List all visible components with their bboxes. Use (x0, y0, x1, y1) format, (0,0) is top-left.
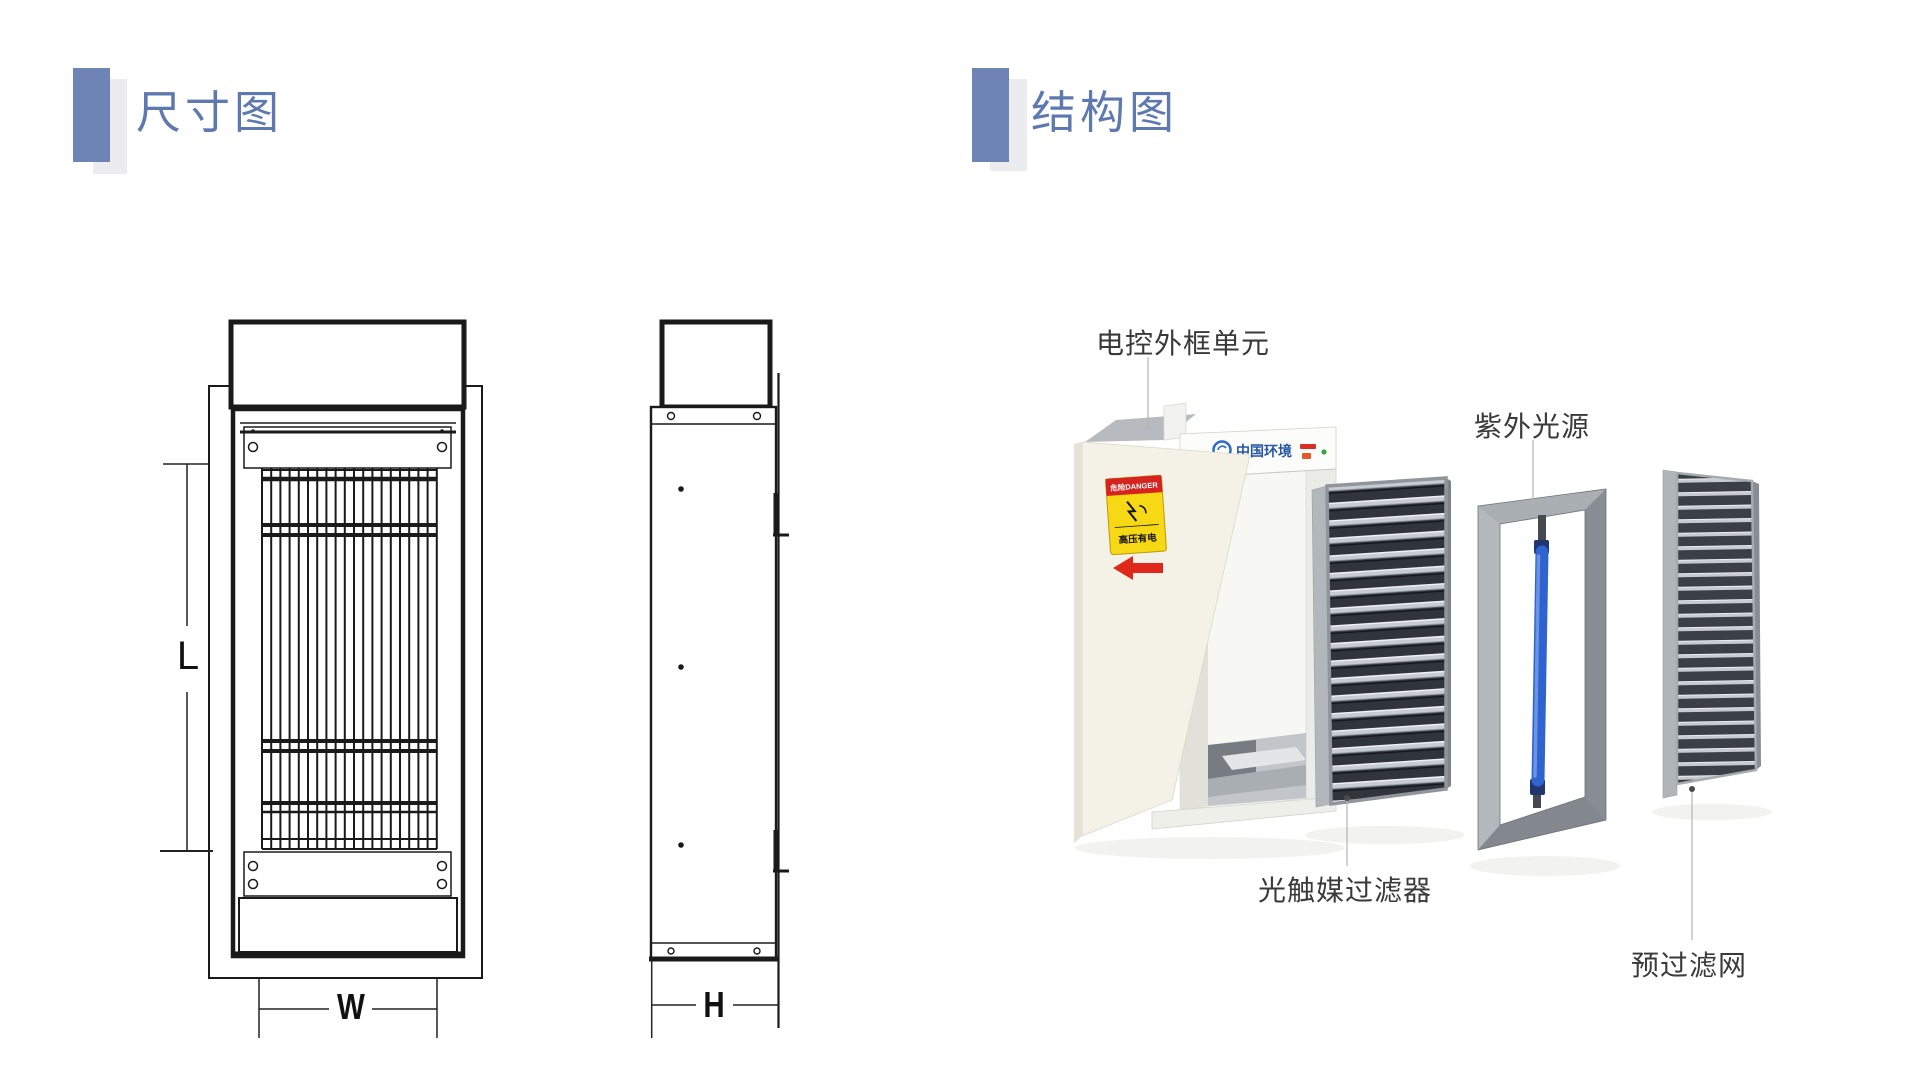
uv-frame-graphic (1477, 488, 1607, 851)
structure-title-text: 结构图 (1031, 87, 1179, 138)
danger-header-text: 危险DANGER (1110, 479, 1159, 492)
header-green-dot (1321, 449, 1327, 455)
airflow-arrow-icon (1113, 556, 1163, 580)
frame-unit-graphic: 中国环境 危险DANGER 高压有电 (1074, 402, 1337, 843)
dimension-label-W: W (337, 986, 365, 1027)
dimension-title-text: 尺寸图 (136, 87, 284, 138)
dimension-label-H: H (703, 984, 725, 1025)
dimension-W-lines (258, 978, 438, 1038)
leader-dot (1344, 795, 1350, 801)
side-head-box (659, 319, 773, 410)
photocatalyst-filter-graphic (1311, 476, 1451, 808)
dimension-L-lines (160, 463, 213, 852)
leader-dot (1689, 786, 1695, 792)
dimension-H-lines (650, 961, 778, 1038)
header-red-mark (1300, 444, 1316, 449)
pre-filter-graphic (1662, 469, 1761, 799)
uv-tube (1531, 545, 1549, 787)
label-uv-light-source: 紫外光源 (1474, 411, 1591, 442)
front-head-box (228, 319, 467, 410)
component-shadows (1075, 804, 1772, 876)
leader-lines (1147, 357, 1693, 940)
label-pre-filter: 预过滤网 (1631, 950, 1748, 981)
front-grille (261, 468, 438, 849)
dimension-label-L: L (176, 634, 200, 678)
danger-body-text: 高压有电 (1118, 532, 1157, 547)
danger-sticker-icon: 危险DANGER 高压有电 (1105, 474, 1167, 556)
side-view (649, 319, 789, 1038)
front-view (160, 319, 483, 1038)
title-accent-bar (972, 68, 1009, 162)
label-control-frame-unit: 电控外框单元 (1096, 328, 1271, 359)
label-photocatalyst-filter: 光触媒过滤器 (1258, 875, 1433, 906)
title-accent-bar (73, 68, 110, 162)
side-body (649, 405, 778, 961)
